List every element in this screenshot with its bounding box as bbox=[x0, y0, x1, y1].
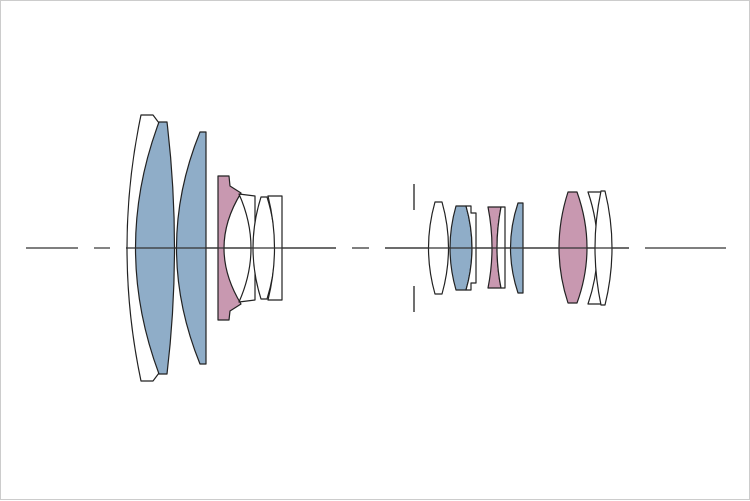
lens-element-10 bbox=[465, 205, 477, 291]
lens-element-5 bbox=[238, 193, 256, 303]
lens-element-4 bbox=[217, 175, 242, 321]
